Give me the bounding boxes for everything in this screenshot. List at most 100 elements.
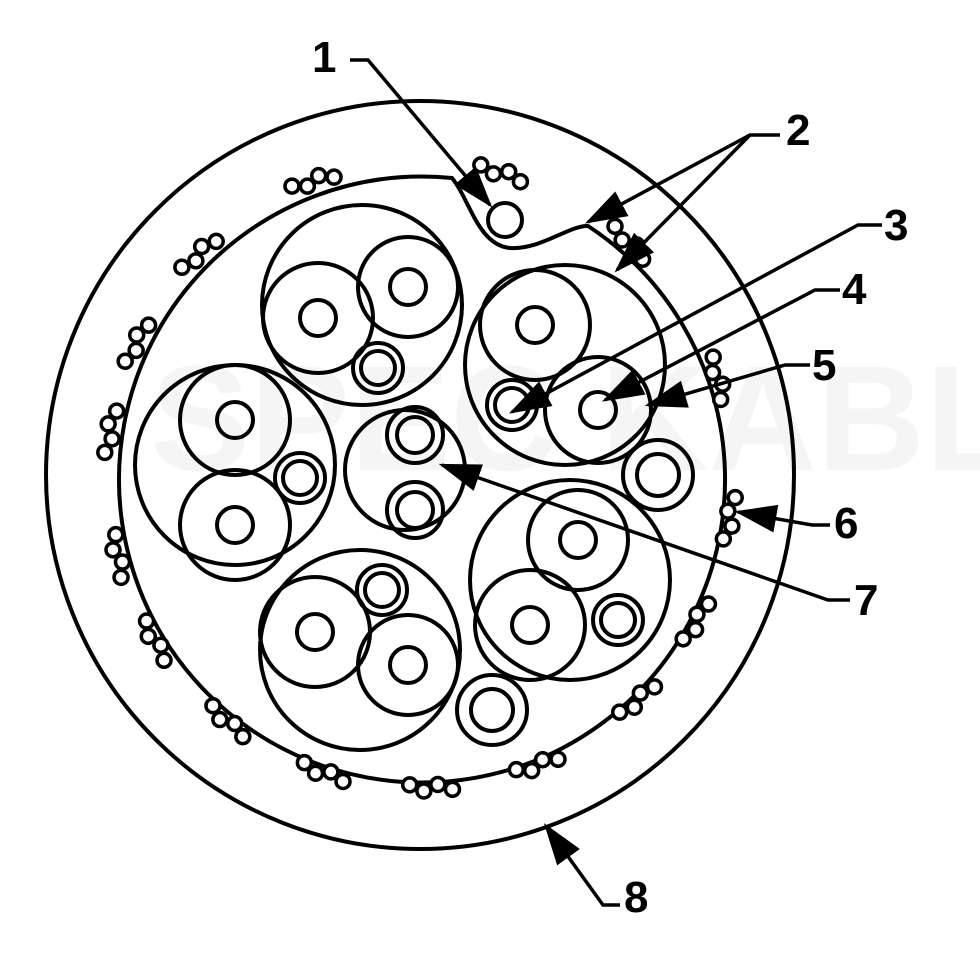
core-conductor bbox=[510, 605, 550, 645]
screen-wire bbox=[484, 165, 503, 183]
screen-wire bbox=[104, 541, 122, 559]
leader-line-2 bbox=[614, 133, 752, 273]
core-conductor bbox=[215, 505, 255, 545]
core-insulation bbox=[526, 488, 630, 592]
screen-wire bbox=[625, 698, 644, 716]
screen-wire bbox=[103, 430, 121, 448]
screen-wire bbox=[719, 502, 737, 520]
center-core-insulation bbox=[385, 480, 445, 540]
single-core-insulation bbox=[455, 673, 529, 747]
screen-wire bbox=[99, 415, 117, 433]
core-conductor bbox=[388, 645, 428, 685]
core-conductor bbox=[298, 298, 338, 338]
core-insulation bbox=[478, 268, 592, 382]
screen-wire bbox=[522, 761, 541, 780]
leader-line-3 bbox=[508, 223, 882, 414]
bundle-sheath bbox=[260, 203, 464, 407]
core-insulation bbox=[258, 575, 372, 689]
screen-wire bbox=[674, 630, 692, 648]
leader-line-5 bbox=[644, 363, 810, 408]
screen-wire bbox=[429, 775, 447, 794]
screen-wire bbox=[306, 764, 325, 782]
screen-wire bbox=[207, 232, 225, 251]
screen-wire bbox=[613, 231, 631, 249]
screen-wire bbox=[127, 326, 146, 344]
callout-label-5: 5 bbox=[812, 341, 836, 390]
single-core-conductor bbox=[635, 452, 681, 498]
screen-wire bbox=[309, 166, 328, 185]
small-core-inner bbox=[359, 349, 397, 387]
small-core-outer bbox=[591, 593, 645, 647]
core-insulation bbox=[473, 568, 587, 682]
screen-wire bbox=[204, 696, 222, 715]
screen-wire bbox=[511, 172, 530, 191]
small-core-inner bbox=[281, 459, 319, 497]
core-insulation bbox=[356, 235, 460, 339]
core-conductor bbox=[215, 400, 255, 440]
screen-wire bbox=[686, 620, 705, 639]
screen-wire bbox=[533, 750, 552, 769]
screen-wire bbox=[225, 714, 244, 733]
screen-wire bbox=[113, 553, 132, 571]
inner-sheath bbox=[117, 174, 728, 785]
core-conductor bbox=[388, 267, 428, 307]
screen-wire bbox=[645, 678, 664, 696]
screen-wire bbox=[631, 684, 650, 702]
center-core-conductor bbox=[395, 490, 435, 530]
core-conductor bbox=[295, 612, 335, 652]
bundle-sheath bbox=[468, 478, 672, 682]
callout-label-3: 3 bbox=[884, 201, 908, 250]
screen-wire bbox=[234, 727, 252, 746]
bundle-sheath bbox=[463, 263, 667, 467]
leader-line-8 bbox=[543, 823, 620, 907]
small-core-outer bbox=[273, 451, 327, 505]
leader-line-1 bbox=[350, 58, 493, 208]
screen-wire bbox=[152, 636, 170, 654]
screen-wire bbox=[96, 443, 114, 462]
callout-label-6: 6 bbox=[834, 499, 858, 548]
screen-wire bbox=[633, 250, 652, 269]
screen-wire bbox=[173, 258, 191, 277]
screen-wire bbox=[211, 710, 229, 729]
core-conductor bbox=[515, 305, 555, 345]
callout-label-8: 8 bbox=[624, 873, 648, 922]
screen-wire bbox=[703, 363, 722, 382]
leader-line-4 bbox=[601, 288, 840, 402]
core-insulation bbox=[178, 363, 292, 477]
screen-wire bbox=[726, 488, 744, 507]
screen-wire bbox=[137, 612, 156, 630]
screen-wire bbox=[107, 525, 125, 544]
screen-wire bbox=[295, 753, 314, 772]
single-core-conductor bbox=[469, 687, 515, 733]
core-conductor bbox=[558, 520, 598, 560]
screen-wire bbox=[334, 772, 352, 791]
screen-wire bbox=[699, 595, 718, 613]
core-insulation bbox=[178, 468, 292, 582]
callout-label-4: 4 bbox=[842, 265, 867, 314]
screen-wire bbox=[325, 168, 343, 186]
screen-wire bbox=[711, 390, 730, 409]
watermark-text: SPEC KABLE bbox=[150, 334, 980, 502]
screen-wire bbox=[192, 237, 211, 256]
screen-wire bbox=[549, 750, 567, 769]
small-core-inner bbox=[363, 571, 401, 609]
screen-wire bbox=[139, 316, 158, 334]
screen-wire bbox=[107, 402, 126, 420]
core-insulation bbox=[261, 261, 375, 375]
screen-wire bbox=[443, 780, 462, 799]
callout-label-2: 2 bbox=[786, 106, 810, 155]
center-core-conductor bbox=[395, 415, 435, 455]
screen-wire bbox=[283, 177, 301, 195]
leader-line-6 bbox=[734, 504, 830, 533]
screen-wire bbox=[187, 252, 205, 270]
screen-wire bbox=[116, 352, 134, 370]
screen-wire bbox=[298, 177, 317, 195]
screen-wire bbox=[688, 605, 706, 624]
small-core-inner bbox=[599, 601, 637, 639]
core-insulation bbox=[356, 613, 460, 717]
screen-wire bbox=[415, 782, 433, 800]
center-core-insulation bbox=[385, 405, 445, 465]
screen-wire bbox=[610, 703, 629, 721]
single-core-insulation bbox=[621, 438, 695, 512]
